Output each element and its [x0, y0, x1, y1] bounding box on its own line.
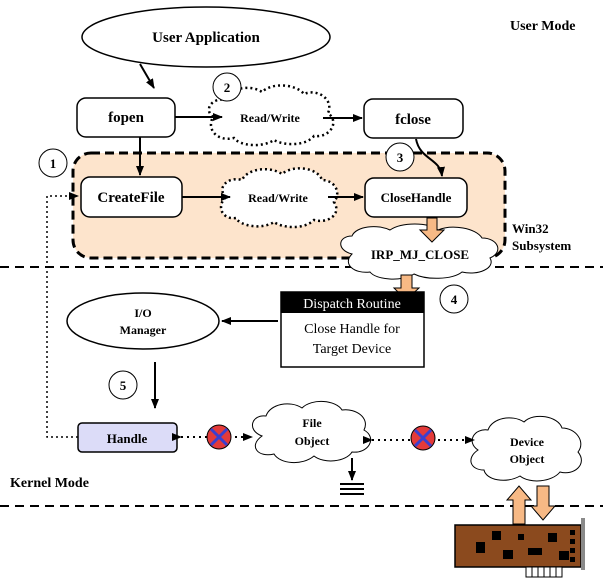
dispatch-routine-body-line1: Close Handle for — [304, 322, 400, 337]
file-object-label-line1: File — [302, 416, 322, 430]
blocked-link-icon — [410, 425, 436, 451]
dispatch-routine-title: Dispatch Routine — [303, 297, 401, 312]
svg-text:1: 1 — [50, 156, 57, 171]
app-to-fopen-arrow — [139, 63, 155, 89]
step-3-badge: 3 — [385, 142, 415, 172]
close-handle-node — [364, 177, 468, 218]
svg-text:4: 4 — [451, 292, 458, 307]
io-manager-node — [66, 292, 220, 350]
fclose-label: fclose — [395, 112, 431, 128]
irp-mj-close-label: IRP_MJ_CLOSE — [371, 247, 469, 262]
dispatch-routine-header — [281, 292, 424, 313]
io-manager-label-line1: I/O — [134, 306, 151, 320]
io-manager-label-line2: Manager — [120, 323, 167, 337]
kernel-mode-label: Kernel Mode — [10, 476, 89, 491]
svg-text:2: 2 — [224, 80, 231, 95]
create-file-label: CreateFile — [97, 190, 165, 206]
step-1-badge: 1 — [38, 148, 68, 178]
read-write-win32-label: Read/Write — [248, 191, 308, 205]
user-application-node — [81, 6, 331, 68]
win32-label-line1: Win32 — [512, 221, 549, 236]
read-write-win32-cloud — [219, 167, 339, 229]
close-to-irp-arrow — [418, 217, 446, 243]
file-object-cloud — [252, 401, 372, 463]
device-object-cloud — [470, 415, 582, 482]
irp-mj-close-cloud — [340, 223, 499, 280]
svg-text:5: 5 — [120, 378, 127, 393]
fopen-label: fopen — [108, 110, 144, 126]
fclose-to-closehandle-arrow — [415, 138, 445, 177]
handle-label: Handle — [107, 431, 148, 446]
fclose-node — [363, 98, 464, 139]
device-object-label-line2: Object — [510, 452, 545, 466]
file-object-label-line2: Object — [295, 434, 330, 448]
dispatch-routine-body-line2: Target Device — [313, 342, 391, 357]
read-write-user-label: Read/Write — [240, 111, 300, 125]
hardware-card-icon — [454, 518, 585, 578]
svg-text:3: 3 — [397, 150, 404, 165]
device-to-hardware-up-arrow — [505, 485, 533, 525]
step-4-badge: 4 — [439, 284, 469, 314]
device-object-label-line1: Device — [510, 435, 545, 449]
ground-icon — [340, 458, 364, 495]
close-handle-label: CloseHandle — [381, 190, 452, 205]
win32-label-line2: Subsystem — [512, 238, 571, 253]
handle-to-createfile-dotted-link — [46, 192, 79, 438]
device-to-hardware-down-arrow — [529, 485, 557, 521]
step-2-badge: 2 — [212, 72, 242, 102]
user-mode-label: User Mode — [510, 19, 575, 34]
user-application-label: User Application — [152, 30, 260, 46]
blocked-link-icon — [206, 424, 232, 450]
step-5-badge: 5 — [108, 370, 138, 400]
